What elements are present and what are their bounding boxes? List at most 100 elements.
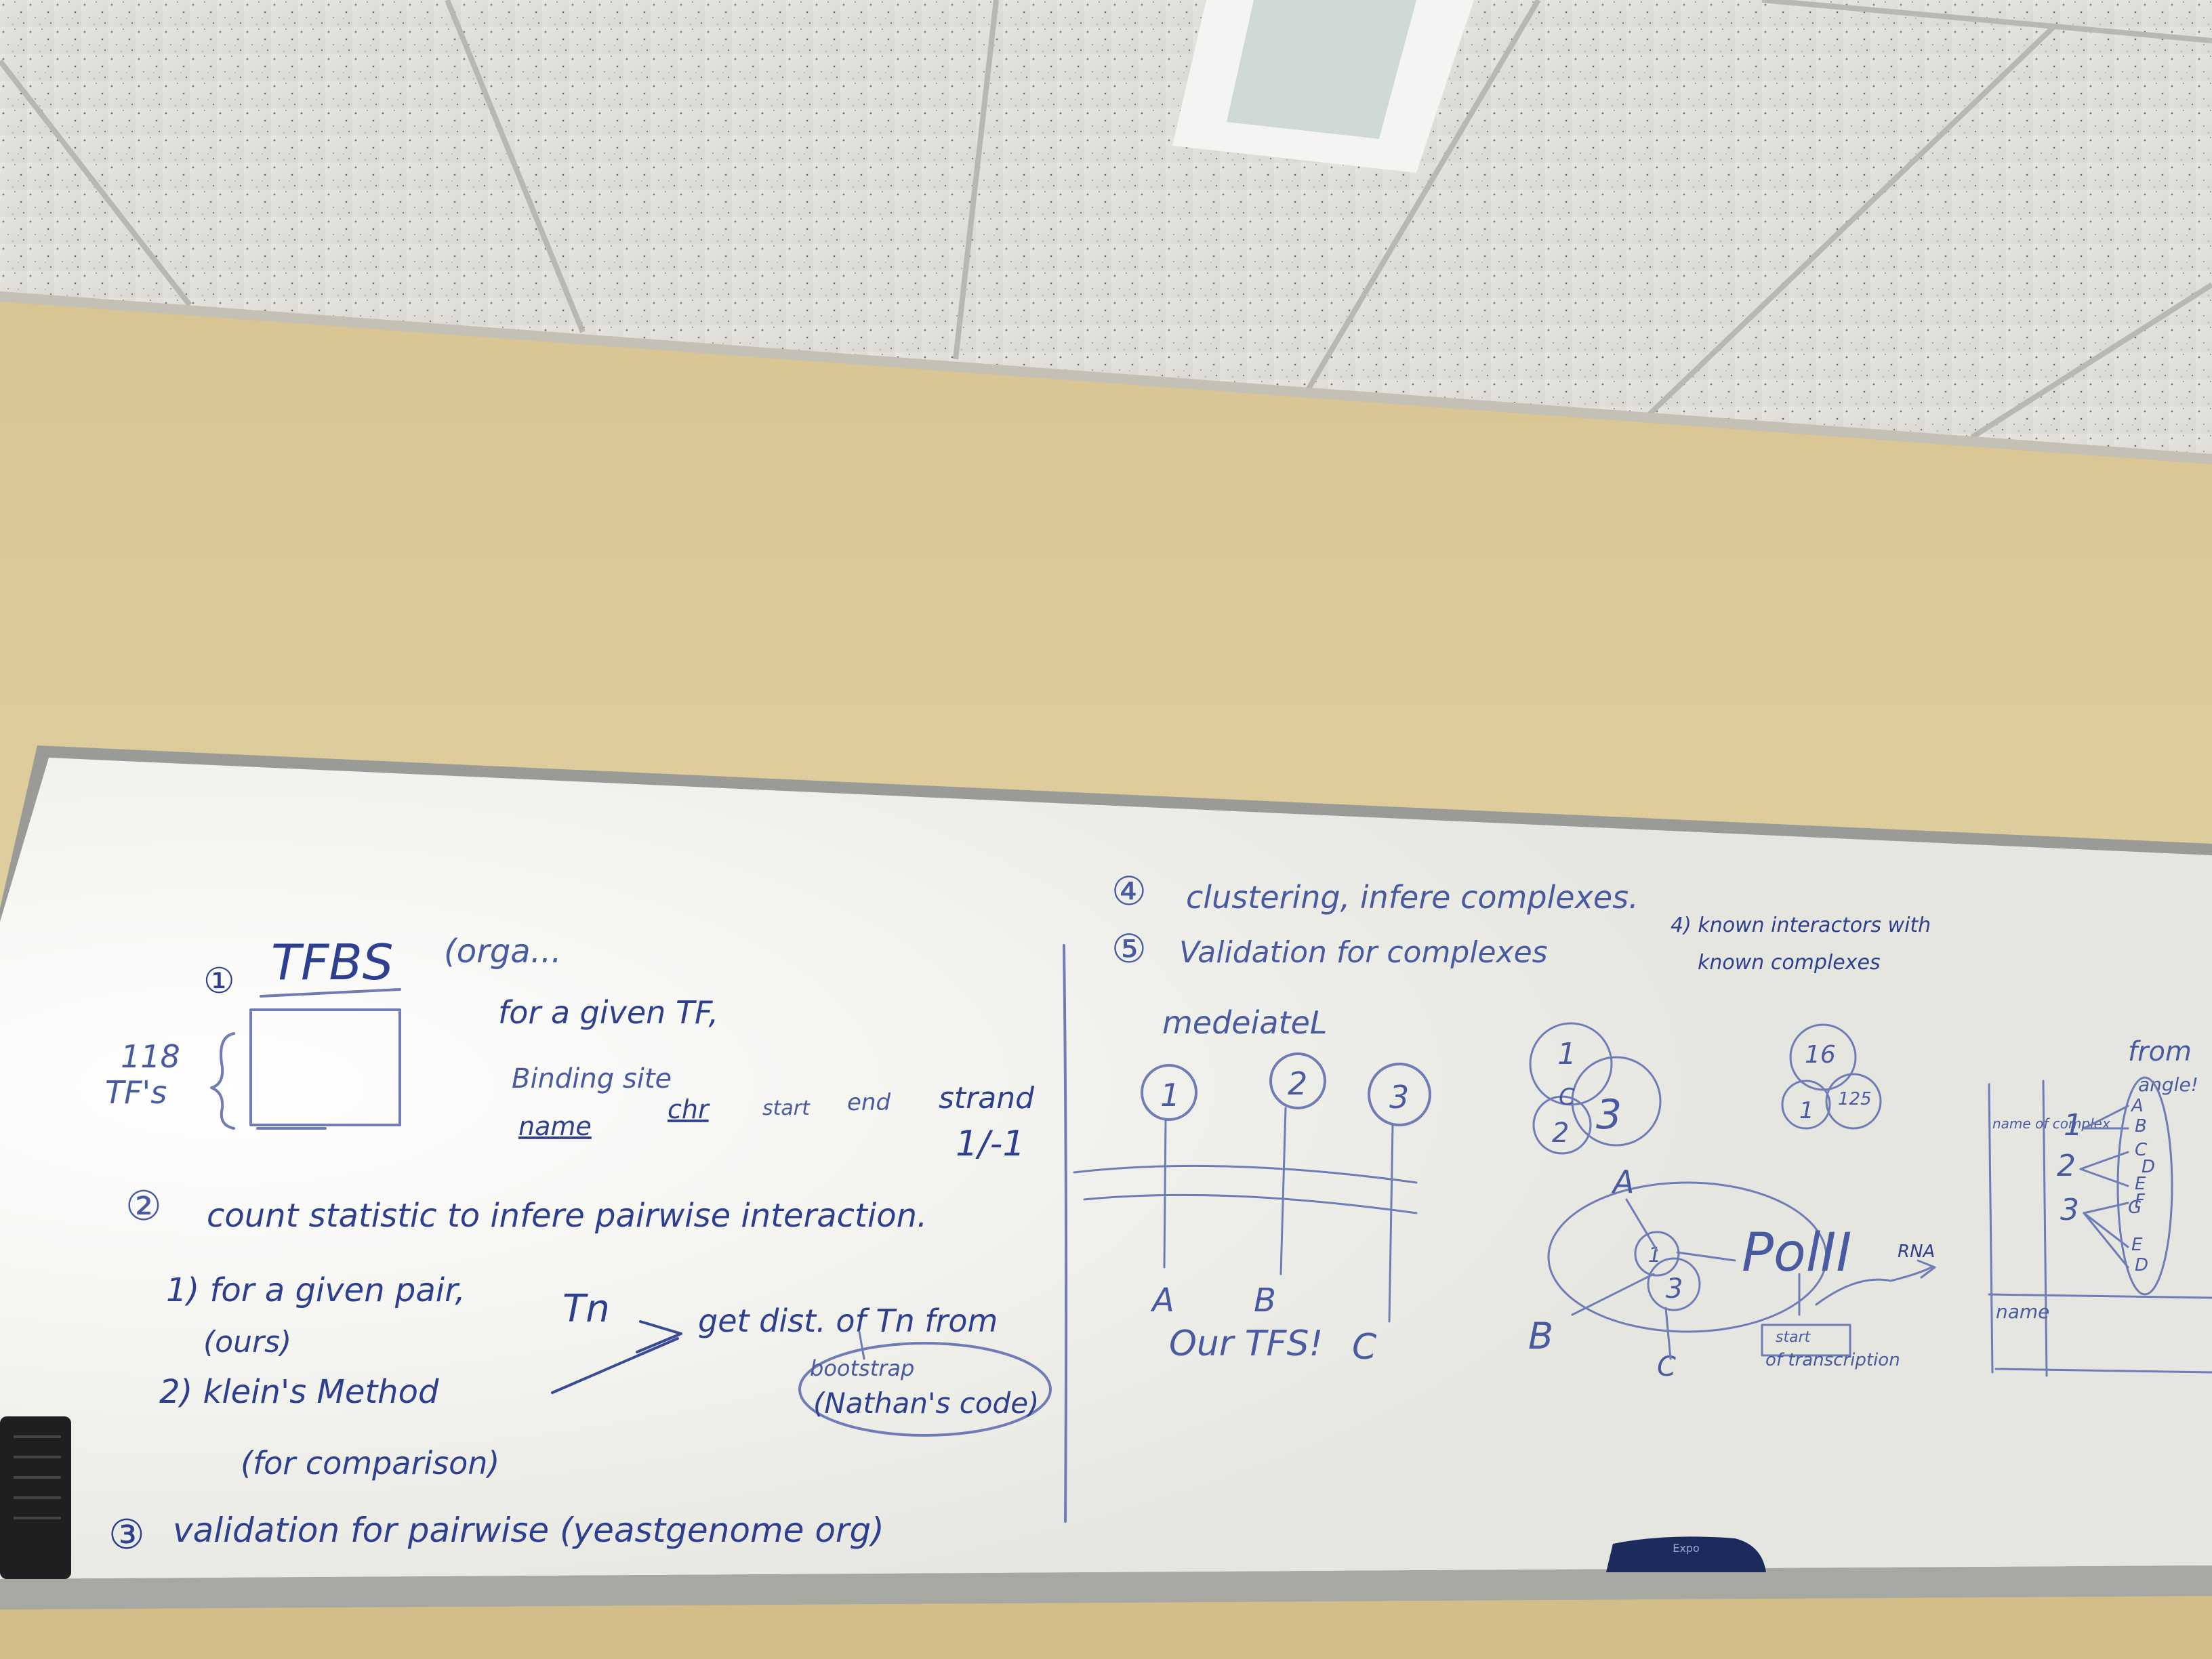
- item4-text: clustering, infere complexes.: [1186, 879, 1639, 916]
- dna-strand-bottom: [1083, 1193, 1418, 1214]
- tf-circle-2: [1269, 1052, 1326, 1109]
- venn-label-c: C: [1559, 1084, 1575, 1111]
- col-start: start: [762, 1097, 811, 1120]
- ceiling: [0, 0, 2212, 454]
- board-divider: [1063, 944, 1068, 1523]
- section-left: ① TFBS (orga... 118 TF's for a given TF,…: [105, 933, 1052, 1559]
- polii-inner-circle-1: [1634, 1231, 1680, 1277]
- known-line-2: known complexes: [1698, 951, 1881, 975]
- section-right: 4) known interactors with known complexe…: [1528, 914, 2212, 1382]
- polii-label-b: B: [1528, 1315, 1553, 1357]
- venn2-circle-3: [1825, 1073, 1882, 1130]
- venn2-label-125: 125: [1838, 1089, 1872, 1109]
- tn-symbol: Tn: [562, 1287, 610, 1331]
- polii-label-3: 3: [1666, 1273, 1683, 1305]
- venn-circle-2: [1532, 1095, 1592, 1155]
- list-2: 2: [2057, 1149, 2076, 1183]
- list-3: 3: [2060, 1193, 2079, 1227]
- sub2-note: (for comparison): [241, 1445, 499, 1481]
- sub1-text: 1) for a given pair,: [166, 1271, 466, 1309]
- item1-title: TFBS: [271, 934, 394, 991]
- polii-label-1: 1: [1648, 1244, 1661, 1267]
- for-given-tf: for a given TF,: [498, 994, 718, 1031]
- mediator-label: medeiateL: [1162, 1004, 1328, 1041]
- col-name: name: [518, 1111, 592, 1141]
- item5-text: Validation for complexes: [1179, 935, 1548, 970]
- letter-4: E: [2135, 1174, 2146, 1194]
- marker-tray: [0, 1565, 2212, 1610]
- label-a: A: [1150, 1282, 1174, 1319]
- gt-symbol: [636, 1320, 682, 1353]
- letter-2: C: [2135, 1140, 2148, 1160]
- list-1: 1: [2064, 1108, 2083, 1143]
- tf-label: TF's: [105, 1074, 167, 1111]
- venn-label-2: 2: [1552, 1118, 1569, 1149]
- start-tx-2: of transcription: [1765, 1350, 1900, 1370]
- eraser[interactable]: Expo: [1606, 1536, 1766, 1572]
- letter-0: A: [2130, 1096, 2144, 1116]
- letter-7: E: [2131, 1235, 2143, 1255]
- letter-1: B: [2135, 1116, 2147, 1136]
- venn-circle-1: [1529, 1022, 1613, 1106]
- item1-note: (orga...: [444, 933, 561, 970]
- item3-number: ③: [108, 1511, 145, 1559]
- tf-circle-3: [1368, 1063, 1431, 1126]
- venn2-label-1: 1: [1799, 1097, 1814, 1124]
- letter-6: F: [2135, 1191, 2146, 1211]
- letter-list-ellipse: [2116, 1076, 2173, 1296]
- polii-inner-circle-2: [1647, 1257, 1701, 1311]
- binding-site: Binding site: [512, 1063, 672, 1094]
- venn2-label-16: 16: [1805, 1041, 1836, 1069]
- dna-strand-top: [1073, 1164, 1418, 1184]
- sub1-note: (ours): [203, 1325, 291, 1359]
- strand-values: 1/-1: [956, 1124, 1025, 1164]
- col-strand: strand: [939, 1081, 1035, 1115]
- bootstrap-label: bootstrap: [810, 1355, 914, 1381]
- known-line-1: 4) known interactors with: [1671, 914, 1931, 937]
- polii-label-c: C: [1657, 1351, 1676, 1382]
- start-tx-box: [1761, 1324, 1851, 1357]
- col-end: end: [847, 1089, 890, 1116]
- nathan-code: (Nathan's code): [813, 1387, 1039, 1420]
- col-chr: chr: [668, 1094, 710, 1124]
- venn-label-3: 3: [1596, 1091, 1622, 1139]
- letter-list: A B C D E G F E D: [2128, 1096, 2155, 1275]
- rna-arrow: [1815, 1259, 1936, 1306]
- letter-8: D: [2135, 1255, 2148, 1275]
- tf-count: 118: [121, 1038, 180, 1075]
- table-sketch: [249, 1008, 401, 1126]
- tf-circle-1: [1141, 1064, 1197, 1121]
- name-label-2: name: [1996, 1300, 2049, 1323]
- sub2-text: 2) klein's Method: [159, 1373, 439, 1411]
- venn-circle-3: [1571, 1056, 1662, 1147]
- rna-label: RNA: [1898, 1242, 1935, 1262]
- item3-text: validation for pairwise (yeastgenome org…: [173, 1511, 884, 1550]
- letter-3: D: [2142, 1157, 2155, 1177]
- label-c: C: [1352, 1327, 1377, 1368]
- letter-5: G: [2128, 1197, 2142, 1218]
- polii-label-a: A: [1611, 1164, 1634, 1200]
- venn2-circle-2: [1781, 1080, 1831, 1130]
- label-b: B: [1254, 1282, 1276, 1319]
- our-tfs: Our TFS!: [1169, 1324, 1323, 1364]
- polii-label: PolII: [1742, 1223, 1851, 1284]
- item4-number: ④: [1111, 868, 1147, 914]
- brace: [210, 1032, 235, 1130]
- polii-outer-ellipse: [1547, 1181, 1828, 1333]
- eraser-brand: Expo: [1673, 1542, 1700, 1555]
- venn-label-1: 1: [1557, 1037, 1576, 1071]
- tf-circle-3-label: 3: [1389, 1079, 1409, 1115]
- get-dist-text: get dist. of Tn from: [698, 1303, 998, 1339]
- ceiling-grid: [0, 0, 2212, 440]
- item5-number: ⑤: [1111, 926, 1147, 972]
- venn2-circle-1: [1789, 1023, 1857, 1091]
- item1-number: ①: [203, 961, 235, 1002]
- section-middle: ④ clustering, infere complexes. ⑤ Valida…: [1073, 868, 1639, 1368]
- tf-circle-1-label: 1: [1160, 1077, 1180, 1113]
- item2-text: count statistic to infere pairwise inter…: [207, 1197, 927, 1235]
- start-tx-1: start: [1776, 1329, 1811, 1346]
- bootstrap-bubble: [798, 1342, 1052, 1437]
- from-label: from: [2128, 1036, 2192, 1067]
